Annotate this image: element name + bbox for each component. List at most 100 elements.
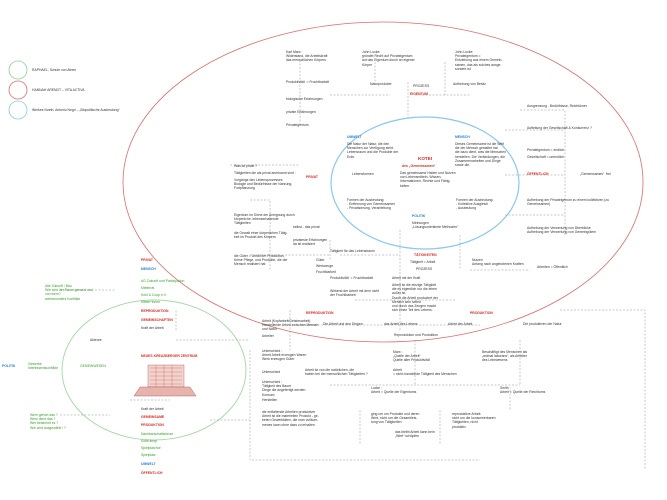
head-labor: Arbeit (Kopfarbeit/Geistesarbeit) Herste…	[262, 319, 319, 332]
property-appropriation: Eigentum im Sinne der Aneignung durch kö…	[234, 213, 295, 226]
activity-life-tree: Tätigkeit für das Lebensbaum	[330, 249, 375, 253]
private-experiences: private Erfahrungen	[286, 110, 316, 114]
tools-label: Werkzeuge	[316, 264, 334, 268]
process-label-top: PROZESS	[413, 84, 430, 88]
self-private: selbst - das privat	[293, 225, 320, 229]
facility-item-3: Spielplatzhof	[141, 446, 161, 450]
activities-heading: TÄTIGKEITEN	[414, 253, 437, 257]
labor-natural-activity: Arbeit ist von die natürlichen, die habe…	[305, 368, 368, 377]
exploitation-forms-right: Formen der Ausbeutung: - Kollektive Ausg…	[456, 198, 494, 211]
reproduction-heading-middle: REPRODUKTION	[306, 311, 334, 315]
private-heading-left: PRIVAT	[141, 258, 153, 262]
facility-item-2: Kottti shop	[141, 439, 158, 443]
exclusion-needs: Ausgrenzung , Bedürfnisse, Reichtümer	[527, 104, 587, 108]
no-value-creation: das bleibt Arbeit kann kein „Wert“ schöp…	[395, 430, 435, 439]
facility-item-4: Spielplatz	[141, 453, 156, 457]
productives-of-nature: Die produktiven der Natur	[523, 322, 562, 326]
reproduction-heading-left: REPRODUKTION	[141, 309, 169, 313]
initiative-item-2: Mieterrat	[141, 286, 155, 290]
labor-and-things: Die Arbeit und den Dingen	[323, 322, 363, 326]
biopolitics-circle	[330, 116, 520, 250]
environment-heading-center: UMWELT	[347, 135, 362, 139]
legend-label-red: HANNAH ARENDT – VITA ACTIVA	[32, 88, 85, 92]
communities-heading: GEMEINSCHAFTEN	[141, 318, 173, 322]
labor-of-life: das Arbeit des Lebens	[384, 322, 418, 326]
biological-experiences: biologische Erfahrungen	[286, 97, 323, 101]
reproductive-labor: reproduktive Arbeit: nicht um die konsum…	[452, 412, 496, 429]
what-is-private: Was ist privat ?	[234, 164, 258, 168]
connector-lines	[60, 60, 646, 470]
fertility-label: Fruchtbarkeit	[316, 270, 336, 274]
private-property-top: Privateigentum	[286, 123, 309, 127]
manufacturing-label: Herstellen	[262, 398, 278, 402]
division-of-society: Aufteilung der Gesellschaft & Konkurrenz…	[527, 126, 592, 130]
dissolution-of-possession: Aufhebung von Besitz	[453, 82, 486, 86]
politics-heading-left: POLITIK	[2, 364, 16, 368]
community-heading: GEMEINWESEN	[80, 364, 106, 368]
common-heading: des „Gemeinsamen“	[402, 164, 436, 168]
facility-item-1: Nachbarschaftsforum	[141, 432, 174, 436]
karl-marx-note: Karl Marx: Widerstand, die Arbeitskraft …	[286, 50, 328, 63]
production-heading-left: PRODUKTION	[141, 423, 164, 427]
school-of-athens-ellipse	[61, 299, 247, 441]
collective-dissolution: Aufhebung der Privateigenum zu einem kol…	[527, 198, 609, 207]
exploitation-dissolution: Aufhebung der Verwertung von Überblicke …	[527, 226, 597, 235]
life-forms: Lebensformen	[352, 172, 374, 176]
human-text: Dieses Gemeinsame ist die Welt die der M…	[455, 142, 507, 168]
legend-green-circle	[8, 60, 28, 80]
commerce-conflicts: Gewerbe Interessenskonflikte	[28, 362, 58, 371]
usefulness: Nutzen Anfang nach angebotenen Kraften	[472, 258, 524, 267]
production-heading-middle: PRODUKTION	[470, 311, 493, 315]
power-of-labor-1: Kraft der Arbeit	[141, 326, 164, 330]
legend-red-circle	[8, 80, 28, 100]
labor-box: Arbeit ist die einzige Tätigkeit die es …	[392, 283, 438, 313]
locke-labor: Locke : Arbeit = Quelle der Eigentums	[371, 386, 417, 395]
common-free: „Gemeinsames“ frei	[580, 172, 611, 176]
new-kreuzberg-center: NEUES KREUZBERGER ZENTRUM	[141, 354, 198, 358]
most-private-experiences: privateste Erfahrungen da ist realisiert	[293, 238, 328, 247]
legend-label-green: RAPHAEL, Schule von Athen	[32, 68, 77, 72]
goods-label: Güter	[316, 258, 325, 262]
smith-labor: Smith : Arbeit = Quelle der Reichtums	[500, 386, 546, 395]
questions-top: Alle Zukunft / Bau Wie wird der Raum gen…	[45, 284, 93, 301]
actors-label: Akteure	[90, 338, 102, 342]
vita-activa-ellipse	[122, 21, 644, 343]
public-heading-left: ÖFFENTLICH	[141, 471, 163, 475]
private-property-finite: Privateigentum = endlich	[527, 148, 565, 152]
difference-label: Unterschied	[262, 370, 281, 374]
labor-of-labor: Arbeit der Arbeit	[448, 322, 473, 326]
john-locke-note-1: John Locke: gründet Recht auf Privateige…	[362, 50, 415, 67]
john-locke-note-2: John Locke: Privateigentum = Entziehung …	[455, 50, 503, 71]
reproduction-and-production: Reproduktion und Produktion	[394, 333, 438, 337]
productivity-note: Produktivität = Fruchtbarkeit	[286, 80, 330, 84]
initiative-item-3: Kohl & Coop e.V.	[141, 293, 167, 297]
initiative-item-1: AG Zukunft und Partizipation	[141, 279, 185, 283]
environment-heading-left: UMWELT	[141, 462, 156, 466]
legend-label-blue: Werkes Noeth, Antonio Negri – „Biopoliti…	[32, 108, 120, 112]
human-heading-left: MENSCH	[141, 267, 156, 271]
body-product: die Gewalt einer körperlichen Tätig- kei…	[234, 231, 288, 240]
marx-source: Marx : „Quelle der Arbeit“ Quelle aller …	[393, 350, 430, 363]
building-sketch	[133, 364, 197, 397]
productivity-middle: Produktivität = Fruchtbarkeit	[330, 276, 374, 280]
difference-farmer: Unterschied : Tätigkeit des Bauer Dinge …	[262, 380, 306, 397]
society-infinite: Gesellschaft = unendlich	[527, 155, 565, 159]
labor-non-acting: Arbeit = nicht-handelnde Tätigkeit des M…	[393, 368, 457, 377]
environment-text: Die Natur der Natur, die den Menschen zu…	[347, 142, 399, 159]
natural-products: Naturprodukte	[370, 82, 392, 86]
common-heading-left: GEMEINSAME	[141, 415, 165, 419]
public-heading: ÖFFENTLICH	[527, 172, 549, 176]
difference-labor-work: Unterschied : Arbeit Arbeit erzeugen War…	[262, 349, 307, 362]
human-heading-center: MENSCH	[455, 135, 470, 139]
labor-with-power: Arbeit mit der Kraft	[392, 276, 421, 280]
productive-labor-note: die entfaltende Arbeiten produktiver Arb…	[262, 410, 319, 427]
workers-label: Arbeiter	[262, 334, 274, 338]
goods-note: die Güter = Unfall der Produktion, Keine…	[234, 254, 288, 267]
life-processes: Vorgänge des Lebensprozesses Biologie un…	[234, 178, 293, 191]
private-heading: PRIVAT	[306, 175, 318, 179]
labor-public: Arbeiten = Öffentlich	[537, 265, 568, 269]
labor-nourishes: Wirkend der Arbeit mit dem nicht der Fru…	[330, 289, 379, 298]
activity-labor: Tätigkeit = Arbeit	[410, 260, 436, 264]
